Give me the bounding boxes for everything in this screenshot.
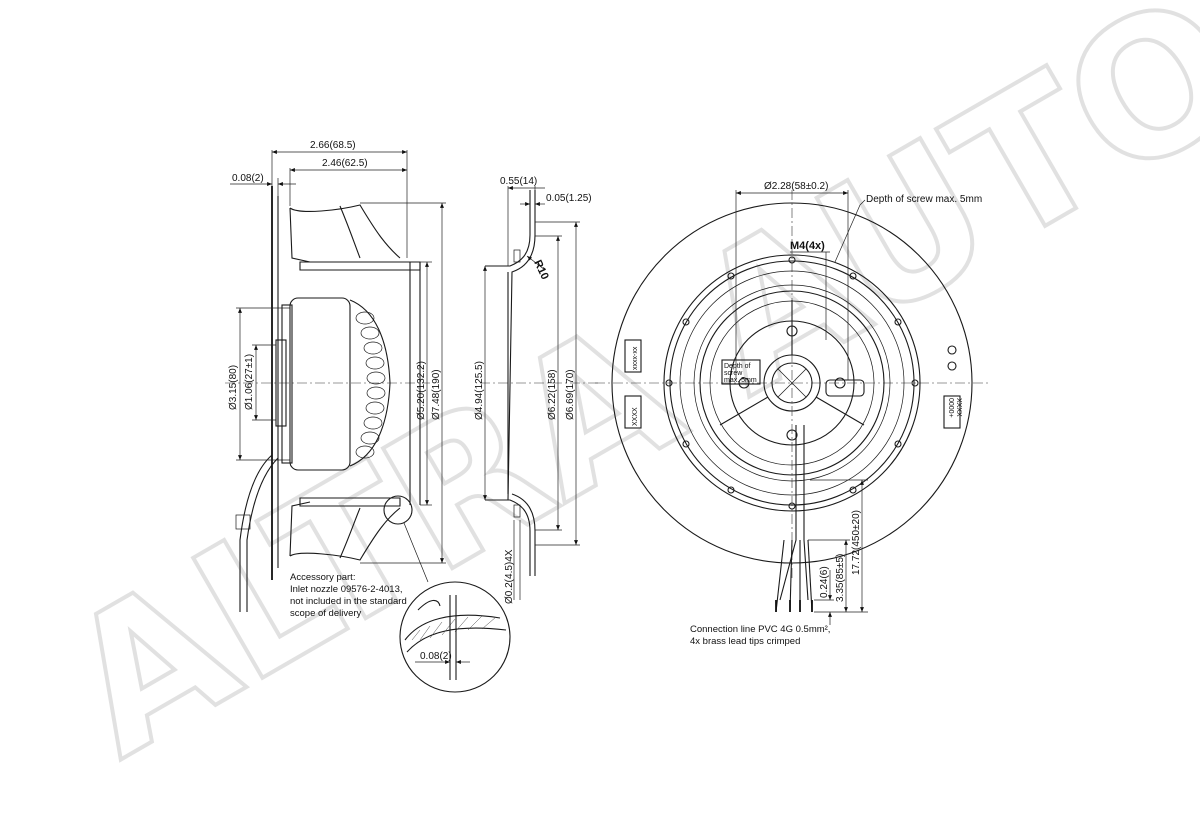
dim-nozzle-depth: 0.55(14) [500,176,537,187]
dim-body-depth: 2.46(62.5) [322,158,368,169]
dim-hub-inner: Ø1.06(27±1) [244,354,255,410]
dim-cable-length: 17.72(450±20) [851,510,862,575]
dim-nozzle-lip: 0.05(1.25) [546,193,592,204]
dim-bolt-circle: Ø2.28(58±0.2) [764,181,828,192]
label-left-bottom [624,395,642,429]
connection-note-line-2: 4x brass lead tips crimped [690,636,800,647]
connection-note-line-1: Connection line PVC 4G 0.5mm², [690,624,830,635]
hub-label-line-1: Depth of [724,363,751,370]
dim-lead-tip: 0.24(6) [819,566,830,598]
dim-wheel-outer: Ø7.48(190) [431,369,442,420]
watermark: ALTRA AUTO [30,0,1200,801]
front-impeller-outer [663,254,921,512]
label-right [943,395,961,429]
mount-hole-3 [834,377,846,389]
label-left-top [624,339,642,373]
accessory-note-line-3: not included in the standard [290,596,407,607]
hub-label-line-2: screw [724,370,743,377]
nozzle-profile-top [485,190,531,267]
dim-plate-offset: 0.08(2) [232,173,264,184]
front-view: Depth of screw max. 5mm xxxx-xx XXXX 000… [595,181,990,647]
dim-strip-length: 3.35(85±5) [835,554,846,602]
thread-label: M4(4x) [790,240,825,252]
dim-overall-depth: 2.66(68.5) [310,140,356,151]
side-motor-body [289,297,351,471]
mount-hole-2 [738,377,750,389]
dim-nozzle-inner: Ø4.94(125.5) [474,361,485,420]
dim-nozzle-outer: Ø6.69(170) [565,369,576,420]
accessory-note-line-4: scope of delivery [290,608,362,619]
svg-text:xxxx-xx: xxxx-xx [632,346,639,370]
dim-nozzle-mid: Ø6.22(158) [547,369,558,420]
side-view: 2.66(68.5) 2.46(62.5) 0.08(2) Ø3.15(80) … [225,140,511,693]
front-capacitor [825,379,865,397]
detail-circle [399,581,511,693]
detail-marker [383,495,413,525]
accessory-note-line-1: Accessory part: [290,572,355,583]
watermark-text: ALTRA AUTO [32,0,1200,799]
side-cable [239,454,273,612]
nozzle-profile-bottom [485,499,531,576]
svg-text:XXXX: XXXX [955,398,962,417]
accessory-note-line-2: Inlet nozzle 09576-2-4013, [290,584,403,595]
svg-text:0000+: 0000+ [947,398,954,418]
dim-hub-outer: Ø3.15(80) [228,365,239,410]
nozzle-radius: R10 [531,258,550,281]
mount-hole-4 [786,429,798,441]
side-rotor [349,299,391,467]
hub-label-line-3: max. 5mm [724,377,757,384]
dim-nozzle-holes: Ø0.2(4.5)4X [504,549,515,604]
screw-depth-note: Depth of screw max. 5mm [866,194,982,205]
side-blade-top [289,204,401,259]
dim-wheel-inner: Ø5.20(132.2) [416,361,427,420]
mount-hole-1 [786,325,798,337]
svg-text:XXXX: XXXX [632,407,639,426]
front-backplate [611,202,973,564]
rim-clips [665,256,919,510]
front-motor-ring [699,290,885,476]
detail-dim: 0.08(2) [420,651,452,662]
front-cable [779,425,797,601]
